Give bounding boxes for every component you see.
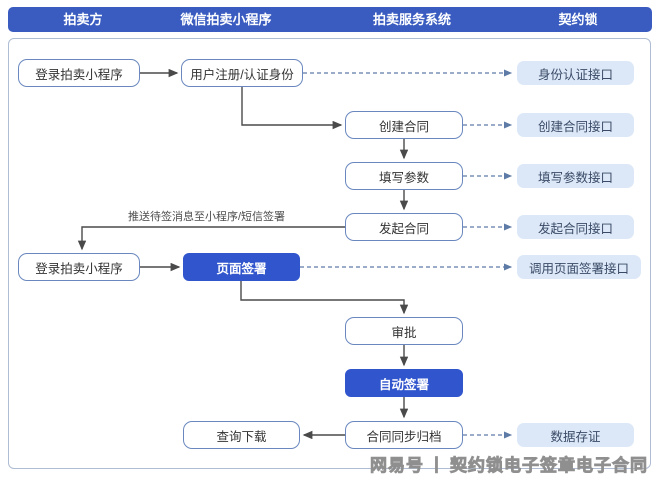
node-archive: 合同同步归档 (345, 421, 463, 449)
node-login-miniapp-1: 登录拍卖小程序 (18, 59, 140, 87)
node-auto-sign: 自动签署 (345, 369, 463, 397)
watermark-separator: 丨 (428, 456, 446, 476)
node-fill-params: 填写参数 (345, 162, 463, 190)
edge-label-push-message: 推送待签消息至小程序/短信签署 (128, 211, 286, 223)
node-query-download: 查询下载 (183, 421, 300, 449)
node-initiate-api: 发起合同接口 (517, 215, 634, 239)
node-identity-api: 身份认证接口 (517, 61, 634, 85)
lane-title-qiyuesuo: 契约锁 (558, 12, 598, 27)
node-data-evidence: 数据存证 (517, 423, 634, 447)
node-fill-params-api: 填写参数接口 (517, 164, 634, 188)
node-page-sign-api: 调用页面签署接口 (517, 255, 641, 279)
watermark-logo: 网易号 (370, 456, 424, 476)
lane-title-wechat-miniapp: 微信拍卖小程序 (180, 12, 272, 27)
node-login-miniapp-2: 登录拍卖小程序 (18, 253, 140, 281)
node-approve: 审批 (345, 317, 463, 345)
watermark-account: 契约锁电子签章电子合同 (450, 456, 648, 476)
swimlane-header: 拍卖方 微信拍卖小程序 拍卖服务系统 契约锁 (8, 7, 652, 32)
node-initiate-contract: 发起合同 (345, 213, 463, 241)
lane-title-auction-system: 拍卖服务系统 (372, 12, 452, 27)
watermark: 网易号丨契约锁电子签章电子合同 (370, 451, 648, 476)
lane-title-auction-party: 拍卖方 (63, 12, 103, 27)
node-create-api: 创建合同接口 (517, 113, 634, 137)
node-page-sign: 页面签署 (183, 253, 300, 281)
node-create-contract: 创建合同 (345, 111, 463, 139)
node-user-register: 用户注册/认证身份 (181, 59, 303, 87)
